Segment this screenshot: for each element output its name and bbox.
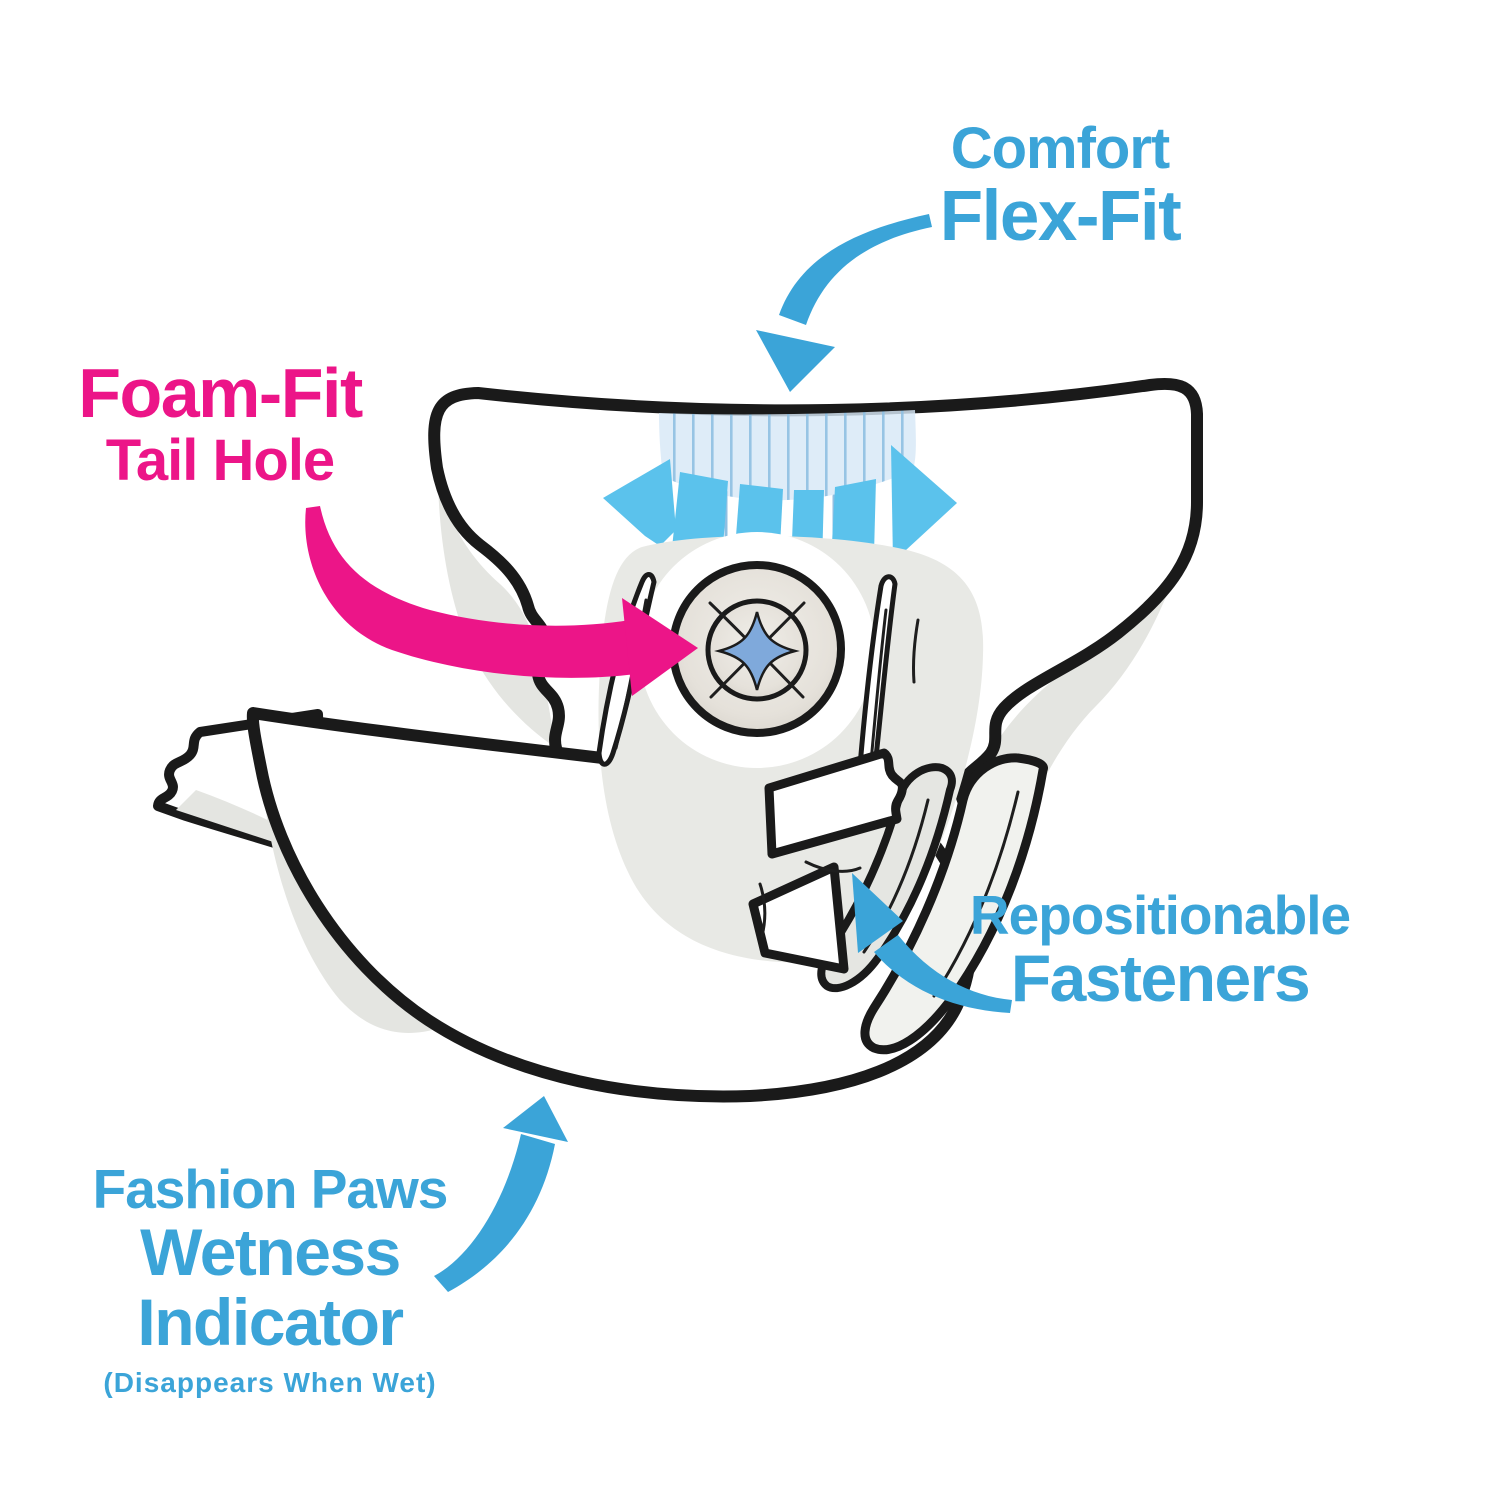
wetness-label-line1: Fashion Paws bbox=[92, 1158, 449, 1220]
fastener-tab-upper bbox=[764, 748, 907, 859]
wetness-indicator-arrow-icon bbox=[434, 1096, 568, 1292]
left-wing-shading bbox=[438, 472, 556, 748]
comfort-flex-fit-label: Comfort Flex-Fit bbox=[840, 118, 1280, 255]
fasteners-arrow-icon bbox=[852, 873, 1012, 1013]
wetness-label-line2: Wetness bbox=[140, 1215, 401, 1290]
comfort-label-line2: Flex-Fit bbox=[939, 177, 1182, 257]
foam-fit-tail-hole-label: Foam-Fit Tail Hole bbox=[30, 356, 410, 492]
foam-label-line1: Foam-Fit bbox=[78, 354, 363, 432]
wetness-label-line3: Indicator bbox=[137, 1285, 404, 1360]
wetness-label-note: (Disappears When Wet) bbox=[103, 1367, 437, 1399]
wetness-indicator-label: Fashion Paws Wetness Indicator (Disappea… bbox=[55, 1160, 485, 1398]
repositionable-fasteners-label: Repositionable Fasteners bbox=[920, 886, 1400, 1014]
front-panel-left-shading bbox=[261, 768, 440, 1033]
tail-hole bbox=[669, 561, 845, 737]
comfort-flex-fit-arrow-icon bbox=[756, 214, 932, 392]
tail-hole-arrow-icon bbox=[305, 506, 698, 696]
foam-label-line2: Tail Hole bbox=[105, 428, 335, 494]
waist-elastic-band bbox=[659, 410, 916, 501]
comfort-label-line1: Comfort bbox=[950, 116, 1171, 181]
tail-hole-slit-star bbox=[714, 611, 800, 691]
fasteners-label-line1: Repositionable bbox=[969, 884, 1351, 946]
fasteners-label-line2: Fasteners bbox=[1010, 941, 1311, 1016]
